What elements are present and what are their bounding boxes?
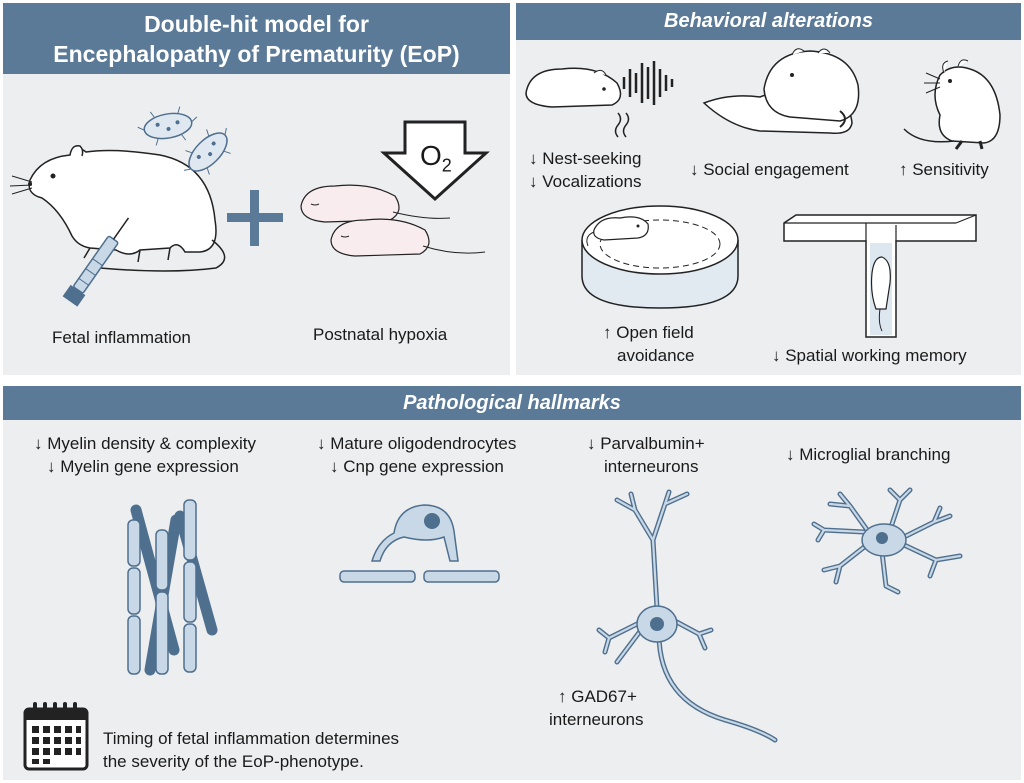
double-hit-header: Double-hit model for Encephalopathy of P… — [3, 3, 510, 74]
myelin-fibers-illustration — [120, 490, 230, 685]
double-hit-title-line2: Encephalopathy of Prematurity (EoP) — [53, 41, 460, 67]
oxygen-subscript: 2 — [441, 155, 452, 176]
postnatal-hypoxia-label: Postnatal hypoxia — [313, 325, 448, 344]
microglia-illustration — [810, 486, 970, 596]
microglial-branching-label: ↓ Microglial branching — [786, 445, 951, 464]
oligodendrocyte-illustration — [338, 495, 503, 590]
myelin-gene-label: ↓ Myelin gene expression — [47, 457, 239, 476]
fetal-inflammation-label: Fetal inflammation — [52, 328, 191, 347]
parvalbumin-label-line2: interneurons — [604, 457, 699, 476]
vocalizing-pup-illustration — [522, 55, 687, 140]
pathology-header: Pathological hallmarks — [3, 386, 1021, 420]
calendar-icon — [22, 702, 90, 772]
vocalizations-label: ↓ Vocalizations — [529, 172, 642, 191]
gad67-label-line1: ↑ GAD67+ — [558, 687, 637, 706]
timing-label-line1: Timing of fetal inflammation determines — [103, 729, 400, 748]
behavior-title: Behavioral alterations — [664, 10, 873, 32]
open-field-arena-illustration — [578, 200, 743, 312]
oxygen-label: O2 — [420, 141, 452, 181]
pathology-panel — [3, 386, 1021, 780]
social-rats-illustration — [700, 45, 870, 140]
t-maze-illustration — [782, 213, 978, 339]
cnp-gene-label: ↓ Cnp gene expression — [330, 457, 504, 476]
plus-icon — [227, 190, 283, 246]
parvalbumin-label-line1: ↓ Parvalbumin+ — [587, 434, 705, 453]
rat-pups-illustration — [295, 176, 495, 276]
bacteria-icon — [140, 108, 240, 183]
interneuron-illustration — [595, 490, 785, 755]
oxygen-down-arrow-icon — [380, 118, 490, 203]
sensitivity-label: ↑ Sensitivity — [899, 160, 989, 179]
double-hit-title-line1: Double-hit model for — [144, 11, 369, 37]
pathology-title: Pathological hallmarks — [403, 392, 621, 414]
behavior-header: Behavioral alterations — [516, 3, 1021, 40]
social-engagement-label: ↓ Social engagement — [690, 160, 849, 179]
behavior-panel — [516, 3, 1021, 375]
timing-label-line2: the severity of the EoP-phenotype. — [103, 752, 364, 771]
adult-rat-illustration — [20, 140, 230, 307]
open-field-label-line2: avoidance — [617, 346, 695, 365]
rearing-rat-illustration — [900, 55, 1010, 150]
oxygen-symbol: O — [420, 140, 442, 171]
nest-seeking-label: ↓ Nest-seeking — [529, 149, 642, 168]
spatial-memory-label: ↓ Spatial working memory — [772, 346, 967, 365]
mature-oligodendrocytes-label: ↓ Mature oligodendrocytes — [317, 434, 517, 453]
open-field-label-line1: ↑ Open field — [603, 323, 694, 342]
myelin-density-label: ↓ Myelin density & complexity — [34, 434, 257, 453]
gad67-label-line2: interneurons — [549, 710, 644, 729]
